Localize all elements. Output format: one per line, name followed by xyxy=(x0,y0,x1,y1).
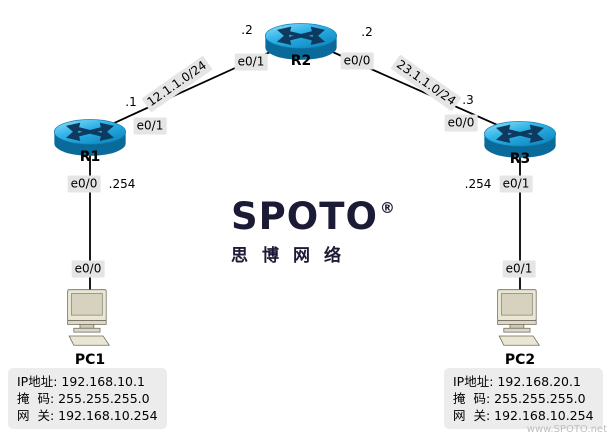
pc2-ip-address: IP地址: 192.168.20.1 xyxy=(453,374,581,389)
r2-right-ip-label: .2 xyxy=(361,25,373,39)
pc1-ip-address: IP地址: 192.168.10.1 xyxy=(17,374,145,389)
r3-lan-interface-label: e0/1 xyxy=(499,175,533,193)
pc2-subnet-mask: 掩 码: 255.255.255.0 xyxy=(453,391,586,406)
router-icon xyxy=(484,121,556,158)
pc2-interface-label: e0/1 xyxy=(502,260,536,278)
node-pc2: PC2 xyxy=(493,288,547,368)
r3-ip-label: .3 xyxy=(462,93,474,107)
registered-trademark-icon: ® xyxy=(379,199,396,217)
logo-subtitle: 思博网络 xyxy=(231,246,355,266)
logo-brand-row: SPOTO® xyxy=(231,198,396,235)
r1-ip-label: .1 xyxy=(125,95,137,109)
r3-uplink-interface-label: e0/0 xyxy=(444,114,478,132)
router-icon xyxy=(265,23,337,60)
spoto-logo: SPOTO® 思博网络 xyxy=(231,198,396,266)
pc-icon xyxy=(497,289,541,346)
pc1-info-box: IP地址: 192.168.10.1 掩 码: 255.255.255.0 网 … xyxy=(8,368,167,429)
r2-right-interface-label: e0/0 xyxy=(340,52,374,70)
pc-icon xyxy=(67,289,111,346)
r2-left-interface-label: e0/1 xyxy=(234,53,268,71)
node-pc1: PC1 xyxy=(63,288,117,368)
r3-lan-ip-label: .254 xyxy=(464,177,492,191)
link-r2-r3 xyxy=(300,37,521,136)
node-r1: R1 xyxy=(52,110,128,165)
r2-left-ip-label: .2 xyxy=(241,23,253,37)
pc2-gateway: 网 关: 192.168.10.254 xyxy=(453,408,594,423)
r1-lan-interface-label: e0/0 xyxy=(67,175,101,193)
node-label-r1: R1 xyxy=(79,149,101,165)
node-label-pc2: PC2 xyxy=(504,352,536,368)
node-label-r2: R2 xyxy=(290,53,312,69)
pc2-info-box: IP地址: 192.168.20.1 掩 码: 255.255.255.0 网 … xyxy=(444,368,603,429)
node-label-r3: R3 xyxy=(509,151,531,167)
pc1-interface-label: e0/0 xyxy=(71,260,105,278)
r1-uplink-interface-label: e0/1 xyxy=(133,117,167,135)
node-label-pc1: PC1 xyxy=(74,352,106,368)
router-icon xyxy=(53,119,126,156)
r1-lan-ip-label: .254 xyxy=(108,177,136,191)
node-r3: R3 xyxy=(482,112,558,167)
logo-brand-text: SPOTO xyxy=(231,195,378,238)
pc1-gateway: 网 关: 192.168.10.254 xyxy=(17,408,158,423)
pc1-subnet-mask: 掩 码: 255.255.255.0 xyxy=(17,391,150,406)
node-r2: R2 xyxy=(263,14,339,69)
watermark: www.SPOTO.net xyxy=(526,424,607,435)
